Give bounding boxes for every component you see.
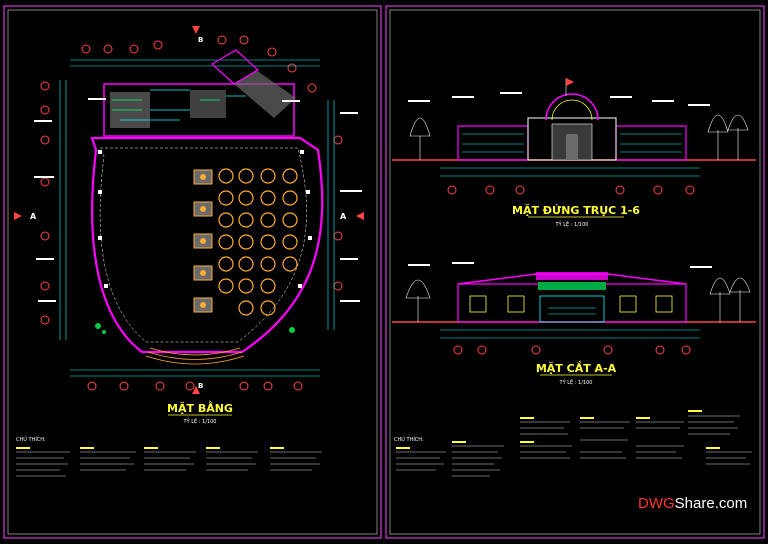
svg-text:B: B	[198, 36, 203, 44]
elevation-notes-heading: CHÚ THÍCH:	[394, 436, 424, 443]
plan-notes: CHÚ THÍCH:	[16, 436, 322, 477]
svg-text:A: A	[340, 212, 347, 221]
svg-text:A: A	[30, 212, 37, 221]
section-marker-a-right: A	[340, 212, 364, 221]
elevation-top-labels	[408, 92, 710, 106]
svg-text:B: B	[198, 382, 203, 390]
plan-axis-bubbles-top	[81, 35, 317, 93]
section-top-labels	[408, 262, 712, 268]
floor-plan: A A B B MẶT BẰNG TỶ LỆ : 1/100	[14, 26, 364, 425]
watermark-logo: DWGShare.com	[638, 495, 747, 512]
plan-side-tags	[34, 98, 362, 302]
svg-text:DWGShare.com: DWGShare.com	[638, 495, 747, 512]
section-scale: TỶ LỆ : 1/100	[559, 378, 593, 386]
plan-dimension-lines	[59, 59, 335, 377]
elevation-trees	[409, 114, 749, 160]
plan-banquet-tables	[218, 168, 298, 316]
section-trees	[405, 277, 751, 322]
plan-columns	[98, 150, 312, 288]
elevation-axis-bubbles	[447, 185, 695, 195]
section-axis-bubbles	[453, 345, 691, 355]
plan-inner-wall	[99, 147, 307, 343]
plan-title: MẶT BẰNG	[167, 400, 233, 415]
plan-service-block	[103, 49, 296, 137]
sheet-frames	[3, 5, 765, 539]
elevation-notes: CHÚ THÍCH:	[394, 410, 752, 477]
section-marker-b-top: B	[192, 26, 203, 44]
plan-axis-bubbles-bottom	[87, 381, 303, 391]
section-marker-b-bottom: B	[192, 382, 203, 394]
section-drawing: MẶT CẮT A-A TỶ LỆ : 1/100	[392, 262, 756, 386]
plan-stage-squares	[193, 169, 213, 313]
plan-notes-heading: CHÚ THÍCH:	[16, 436, 46, 443]
plan-entrance-steps	[145, 347, 245, 365]
plan-scale: TỶ LỆ : 1/100	[183, 417, 217, 425]
section-marker-a-left: A	[14, 212, 37, 221]
elevation-title: MẶT ĐỨNG TRỤC 1-6	[512, 203, 640, 217]
elevation-scale: TỶ LỆ : 1/100	[555, 220, 589, 228]
plan-axis-bubbles-left	[40, 81, 50, 325]
plan-green-planters	[95, 323, 295, 334]
watermark-part1: DWG	[638, 495, 675, 512]
section-title: MẶT CẮT A-A	[536, 360, 617, 375]
watermark-part2: Share.com	[675, 495, 748, 512]
elevation-drawing: MẶT ĐỨNG TRỤC 1-6 TỶ LỆ : 1/100	[392, 78, 756, 228]
